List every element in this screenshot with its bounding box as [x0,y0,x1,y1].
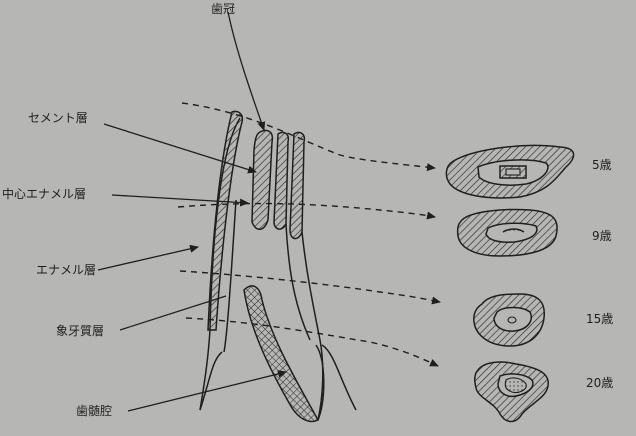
dentin-band [289,131,306,240]
tooth-section [199,110,357,423]
dentin-layer-label: 象牙質層 [56,324,105,338]
pulp-cavity-label: 歯髄腔 [76,404,113,418]
central-enamel-layer-band [273,131,290,230]
section-projection-lines [177,102,441,367]
enamel-layer-band [207,110,244,331]
cross-section-9-years [456,208,558,257]
age-label-9: 9歳 [592,229,612,243]
inner-wall [223,199,237,353]
pulp-cavity-region [243,285,320,423]
age-label-5: 5歳 [592,158,612,172]
central-enamel-layer-label: 中心エナメル層 [2,187,87,201]
enamel-layer-label: エナメル層 [36,263,97,277]
age-label-15: 15歳 [586,312,614,326]
cross-section-15-years [473,293,546,347]
cementum-layer-band [251,129,274,230]
cross-section-5-years [445,144,575,199]
cross-section-20-years [473,361,549,423]
crown-label: 歯冠 [211,2,236,16]
age-label-20: 20歳 [586,376,614,390]
leader-lines [97,11,287,412]
cementum-layer-label: セメント層 [28,111,88,125]
